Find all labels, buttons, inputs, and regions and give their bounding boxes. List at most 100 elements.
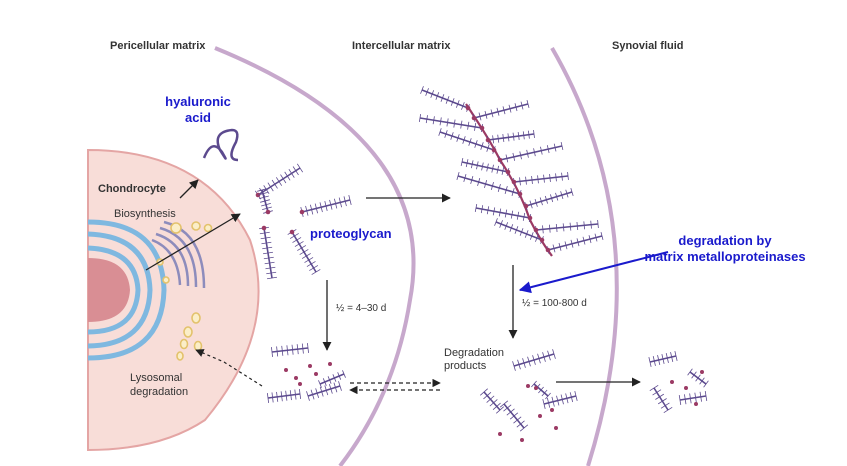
degradation-products-line2: products <box>444 360 487 372</box>
gag-chain <box>704 390 708 402</box>
gag-chain <box>494 218 498 226</box>
gag-chain <box>574 391 578 401</box>
gag-chain <box>526 149 529 158</box>
gag-chain <box>260 236 271 240</box>
gag-chain <box>539 197 543 206</box>
gag-chain <box>301 253 311 259</box>
gag-chain <box>674 351 678 361</box>
hyaluronic-acid-strand <box>202 128 239 162</box>
gag-chain <box>310 389 315 400</box>
gag-chain <box>486 395 495 403</box>
gag-chain <box>261 241 272 245</box>
lysosomal-line1: Lysosomal <box>130 372 183 384</box>
gag-chain <box>495 406 505 414</box>
gag-chain <box>540 146 543 155</box>
gag-chain <box>512 361 516 371</box>
gag-chain <box>695 374 701 382</box>
gag-chain <box>562 223 565 232</box>
gag-chain <box>478 112 482 121</box>
gag-chain <box>569 392 574 403</box>
gag-chain <box>531 380 537 388</box>
gag-chain <box>467 121 470 130</box>
gag-chain <box>262 206 272 211</box>
gag-chain <box>703 380 709 388</box>
gag-chain <box>526 100 530 108</box>
gag-chain <box>565 189 569 198</box>
gag-chain <box>438 128 442 136</box>
gag-chain <box>517 131 520 141</box>
fragment-dot <box>534 386 538 390</box>
gag-chain <box>263 185 270 195</box>
gag-chain <box>480 205 484 214</box>
gag-chain <box>547 350 551 361</box>
gag-chain <box>453 119 456 128</box>
gag-chain <box>474 140 478 148</box>
gag-chain <box>560 191 564 200</box>
proteoglycan-core <box>679 395 707 401</box>
gag-chain <box>420 86 424 94</box>
gag-chain <box>328 383 333 394</box>
gag-chain <box>263 256 274 260</box>
gag-chain <box>338 381 342 391</box>
gag-chain <box>504 186 508 194</box>
gag-chain <box>570 239 574 248</box>
proteoglycan-core <box>535 223 599 231</box>
gag-chain <box>689 393 692 404</box>
hyaluronic-acid-label: hyaluronic acid <box>163 94 233 126</box>
gag-chain <box>542 225 544 234</box>
gag-chain <box>259 231 270 235</box>
gag-chain <box>549 173 551 183</box>
gag-chain <box>289 390 292 401</box>
gag-chain <box>281 345 284 356</box>
gag-chain <box>470 160 474 169</box>
hyaluronic-acid-label-line1: hyaluronic <box>165 94 231 109</box>
gag-chain <box>699 377 705 385</box>
gag-chain <box>280 174 287 184</box>
gag-chain <box>670 352 674 362</box>
arrow-mmp-pointer <box>518 251 669 294</box>
gag-chain <box>537 353 541 364</box>
gag-chain <box>333 382 338 393</box>
gag-chain <box>519 228 524 236</box>
gag-chain <box>338 197 343 208</box>
nucleus <box>88 258 130 322</box>
proteoglycan-core <box>475 207 531 219</box>
gag-chain <box>492 402 501 411</box>
gag-chain <box>511 188 515 196</box>
gag-chain <box>583 221 586 230</box>
hyaluronan-backbone <box>465 103 553 257</box>
gag-chain <box>546 145 550 154</box>
gag-chain <box>537 175 539 184</box>
proteoglycan-core <box>513 175 569 183</box>
proteoglycan-core <box>653 387 669 411</box>
gag-chain <box>470 176 474 184</box>
gag-chain <box>519 177 521 186</box>
gag-chain <box>497 134 500 143</box>
gag-chain <box>576 221 579 231</box>
gag-chain <box>332 374 337 382</box>
half-life-intercellular: ½ = 100-800 d <box>522 298 587 309</box>
gag-chain <box>542 352 546 362</box>
gag-chain <box>556 395 560 406</box>
gag-chain <box>558 242 562 251</box>
gag-chain <box>552 244 556 253</box>
gag-chain <box>306 261 316 267</box>
gag-chain <box>425 88 429 96</box>
proteoglycan-core <box>483 391 501 411</box>
gag-chain <box>322 378 327 386</box>
gag-chain <box>498 208 502 217</box>
gag-chain <box>519 151 522 160</box>
gag-chain <box>468 138 472 146</box>
gag-chain <box>439 117 442 126</box>
gag-chain <box>432 116 435 125</box>
gag-chain <box>318 380 322 388</box>
gag-chain <box>567 171 569 181</box>
proteoglycan-core <box>439 131 495 151</box>
gag-chain <box>665 353 669 363</box>
gag-chain <box>550 194 554 203</box>
gag-chain <box>694 392 697 403</box>
link-protein <box>261 225 267 231</box>
gag-chain <box>262 246 273 250</box>
gag-chain <box>496 165 500 174</box>
gag-chain <box>284 171 291 181</box>
